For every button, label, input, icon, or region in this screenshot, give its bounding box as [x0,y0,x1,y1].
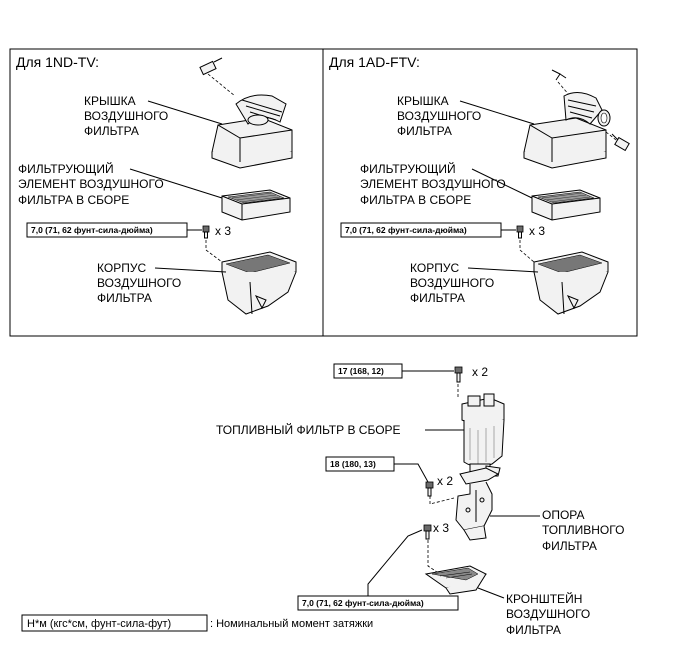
torque-mid-text: 18 (180, 13) [330,459,376,469]
right-element-label-1: ФИЛЬТРУЮЩИЙ [360,161,456,176]
left-body-label-1: КОРПУС [97,261,146,275]
right-torque-text: 7,0 (71, 62 фунт-сила-дюйма) [345,225,467,235]
mid-bolt-icon [425,481,434,497]
torque-low-leader [367,529,423,596]
right-element-leader [471,168,533,199]
qty-top: x 2 [472,365,488,379]
legend-key: Н*м (кгс*см, фунт-сила-фут) [27,618,171,630]
right-cover-label-2: ВОЗДУШНОГО [397,109,481,123]
left-body-label-3: ФИЛЬТРА [97,291,152,305]
qty-low: x 3 [433,521,449,535]
left-cover-label-1: КРЫШКА [84,94,136,108]
left-connector-icon [199,57,223,76]
left-cover-label-2: ВОЗДУШНОГО [84,109,168,123]
right-element-label-3: ФИЛЬТРА В СБОРЕ [360,193,471,207]
torque-top-text: 17 (168, 12) [338,366,384,376]
left-cover-leader [147,100,223,125]
qty-mid: x 2 [437,474,453,488]
bracket-label-2: ВОЗДУШНОГО [506,607,590,621]
right-cover-leader [459,100,535,125]
left-bolt-icon [202,225,210,239]
left-element-label-3: ФИЛЬТРА В СБОРЕ [18,193,129,207]
right-cover-label-3: ФИЛЬТРА [397,124,452,138]
left-filter-element-icon [221,189,291,221]
left-element-label-1: ФИЛЬТРУЮЩИЙ [18,161,114,176]
top-bolt-icon [454,366,463,383]
legend-text: : Номинальный момент затяжки [210,618,373,630]
right-element-label-2: ЭЛЕМЕНТ ВОЗДУШНОГО [360,177,506,191]
right-sensor-plug-icon [611,133,630,152]
left-torque-text: 7,0 (71, 62 фунт-сила-дюйма) [31,225,153,235]
left-cover-label-3: ФИЛЬТРА [84,124,139,138]
torque-low-text: 7,0 (71, 62 фунт-сила-дюйма) [302,598,424,608]
bracket-label-3: ФИЛЬТРА [506,623,561,637]
torque-mid-leader [394,463,429,483]
bracket-leader [477,587,505,599]
right-air-filter-body-icon [533,251,609,315]
left-element-leader [129,168,223,199]
right-bolt-icon [516,225,524,239]
bracket-label-1: КРОНШТЕЙН [506,591,582,606]
left-panel-title: Для 1ND-TV: [16,54,99,70]
support-label-1: ОПОРА [542,508,585,522]
left-air-filter-cover-icon [211,94,293,169]
right-body-label-1: КОРПУС [410,261,459,275]
support-label-3: ФИЛЬТРА [542,539,597,553]
right-panel-title: Для 1AD-FTV: [329,54,420,70]
fuel-filter-icon [461,393,505,477]
torque-low-box [297,595,459,611]
left-air-filter-body-icon [221,251,297,315]
legend-key-box [21,614,208,632]
right-body-leader [467,267,539,273]
left-qty: x 3 [215,224,231,238]
left-body-leader [154,267,227,273]
left-body-label-2: ВОЗДУШНОГО [97,276,181,290]
fuel-filter-label: ТОПЛИВНЫЙ ФИЛЬТР В СБОРЕ [216,422,401,437]
left-element-label-2: ЭЛЕМЕНТ ВОЗДУШНОГО [18,177,164,191]
right-air-filter-cover-icon [523,92,611,169]
right-cover-label-1: КРЫШКА [397,94,449,108]
right-body-label-2: ВОЗДУШНОГО [410,276,494,290]
fuel-filter-support-icon [455,467,500,541]
support-label-2: ТОПЛИВНОГО [542,523,624,537]
right-body-label-3: ФИЛЬТРА [410,291,465,305]
right-clamp-icon [551,69,567,81]
low-bolt-icon [423,524,432,540]
right-filter-element-icon [531,189,601,221]
right-qty: x 3 [529,224,545,238]
air-filter-bracket-icon [424,565,488,595]
